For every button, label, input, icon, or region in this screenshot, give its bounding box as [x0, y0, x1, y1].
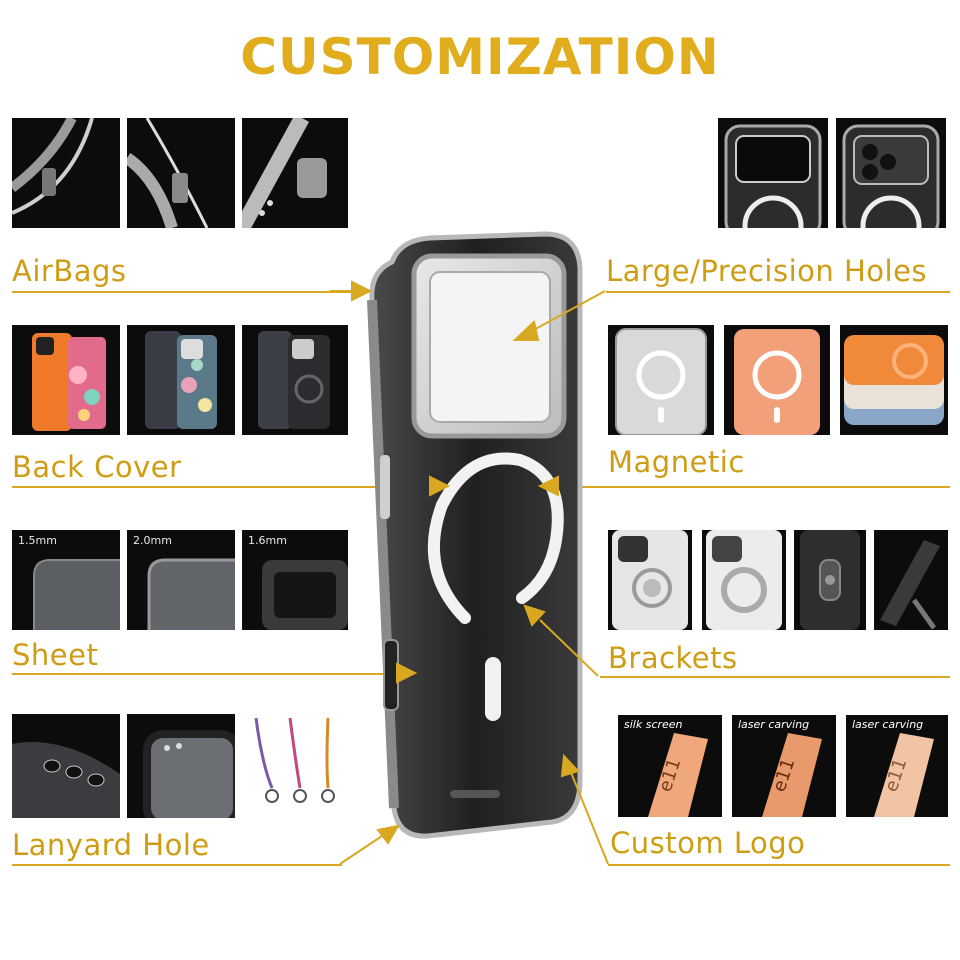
page-title: CUSTOMIZATION [240, 28, 720, 86]
back-cover-photo-1 [12, 325, 120, 435]
lanyard-hole-underline [12, 864, 342, 866]
feature-label-lanyard-hole: Lanyard Hole [12, 828, 210, 862]
feature-label-magnetic: Magnetic [608, 445, 745, 479]
magnetic-underline [550, 486, 950, 488]
airbag-corner-photo-1 [12, 118, 120, 228]
magnetic-case-photo-2 [724, 325, 830, 435]
airbags-underline [12, 291, 352, 293]
logo-method-photo-3: e11 laser carving [846, 715, 948, 817]
large-hole-photo [718, 118, 828, 228]
back-cover-photo-3 [242, 325, 348, 435]
magnetic-case-photo-1 [608, 325, 714, 435]
sheet-thickness-1: 1.5mm [18, 534, 57, 547]
bracket-photo-2 [702, 530, 786, 630]
sheet-sample-2: 2.0mm [127, 530, 235, 630]
sheet-sample-1: 1.5mm [12, 530, 120, 630]
sheet-sample-3: 1.6mm [242, 530, 348, 630]
logo-method-photo-1: e11 silk screen [618, 715, 722, 817]
custom-logo-underline [608, 864, 950, 866]
back-cover-underline [12, 486, 432, 488]
precision-hole-photo [836, 118, 946, 228]
sheet-underline [12, 673, 402, 675]
logo-method-photo-2: e11 laser carving [732, 715, 836, 817]
lanyard-straps-photo [242, 714, 348, 818]
feature-label-brackets: Brackets [608, 641, 738, 675]
sheet-thickness-2: 2.0mm [133, 534, 172, 547]
magnetic-case-photo-3 [840, 325, 948, 435]
feature-label-back-cover: Back Cover [12, 450, 182, 484]
feature-label-sheet: Sheet [12, 638, 99, 672]
bracket-photo-3 [794, 530, 866, 630]
logo-method-3: laser carving [852, 718, 924, 731]
sheet-thickness-3: 1.6mm [248, 534, 287, 547]
airbag-corner-photo-3 [242, 118, 348, 228]
logo-method-1: silk screen [624, 718, 683, 731]
feature-label-custom-logo: Custom Logo [610, 826, 806, 860]
airbag-corner-photo-2 [127, 118, 235, 228]
brackets-underline [600, 676, 950, 678]
bracket-photo-1 [608, 530, 692, 630]
back-cover-photo-2 [127, 325, 235, 435]
logo-method-2: laser carving [738, 718, 810, 731]
lanyard-hole-photo-2 [127, 714, 235, 818]
holes-underline [606, 291, 950, 293]
feature-label-holes: Large/Precision Holes [606, 254, 928, 288]
feature-label-airbags: AirBags [12, 254, 127, 288]
bracket-photo-4 [874, 530, 948, 630]
lanyard-hole-photo-1 [12, 714, 120, 818]
